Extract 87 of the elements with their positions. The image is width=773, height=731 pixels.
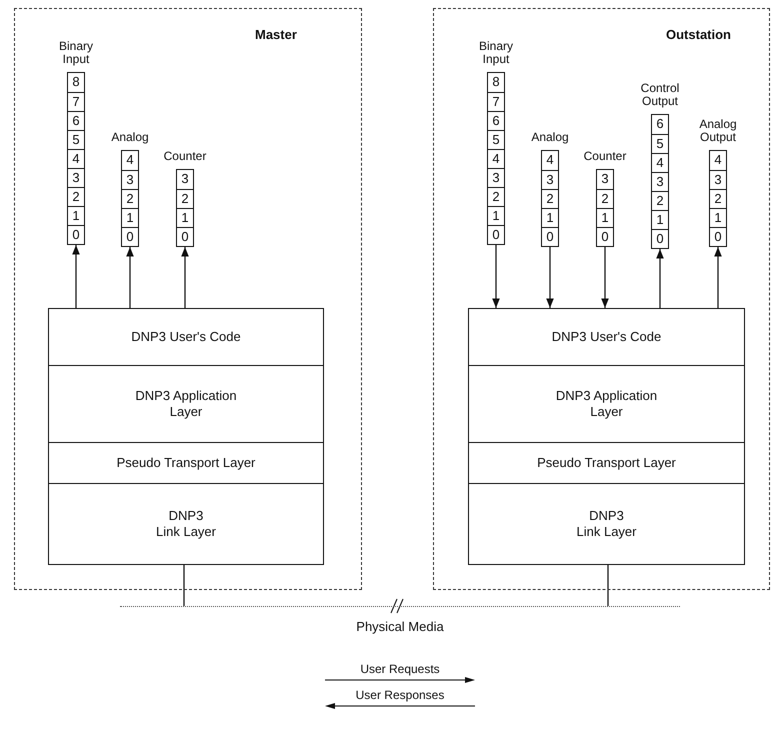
arrow bbox=[656, 249, 664, 308]
register-label: Analog bbox=[110, 131, 150, 144]
point-index: 3 bbox=[488, 168, 504, 187]
point-index: 2 bbox=[177, 189, 193, 208]
point-index: 0 bbox=[710, 227, 726, 246]
register-label: Counter bbox=[582, 150, 628, 163]
legend-label: User Responses bbox=[356, 688, 444, 702]
point-index: 6 bbox=[655, 115, 665, 133]
point-index: 4 bbox=[545, 151, 555, 169]
point-index: 5 bbox=[488, 130, 504, 149]
point-index: 7 bbox=[488, 92, 504, 111]
protocol-layer-box bbox=[468, 442, 745, 484]
point-index: 3 bbox=[710, 170, 726, 189]
layer-label: DNP3 Link Layer bbox=[156, 508, 216, 540]
point-index: 1 bbox=[68, 206, 84, 225]
layer-label: DNP3 User's Code bbox=[131, 329, 241, 345]
legend-label: User Requests bbox=[360, 662, 440, 676]
protocol-layer-box bbox=[468, 365, 745, 443]
point-index: 3 bbox=[68, 168, 84, 187]
device-frame bbox=[433, 8, 770, 590]
protocol-layer-box bbox=[48, 483, 324, 565]
register-label: Counter bbox=[162, 150, 208, 163]
layer-label: DNP3 User's Code bbox=[552, 329, 662, 345]
device-frame bbox=[14, 8, 362, 590]
layer-label: DNP3 Application Layer bbox=[554, 388, 658, 420]
point-index: 4 bbox=[488, 149, 504, 168]
layer-label: DNP3 Link Layer bbox=[576, 508, 636, 540]
point-index: 2 bbox=[597, 189, 613, 208]
point-index: 2 bbox=[122, 189, 138, 208]
point-index: 1 bbox=[542, 208, 558, 227]
register-label: Binary Input bbox=[58, 40, 94, 66]
point-index: 1 bbox=[597, 208, 613, 227]
media-label: Physical Media bbox=[356, 619, 444, 636]
device-title: Outstation bbox=[666, 27, 731, 42]
point-index: 0 bbox=[122, 227, 138, 246]
point-index: 2 bbox=[652, 191, 668, 210]
point-index: 4 bbox=[68, 149, 84, 168]
point-index: 5 bbox=[652, 134, 668, 153]
point-index: 2 bbox=[542, 189, 558, 208]
point-index: 8 bbox=[491, 73, 501, 91]
register-label: Binary Input bbox=[478, 40, 514, 66]
point-index: 1 bbox=[652, 210, 668, 229]
point-index: 1 bbox=[710, 208, 726, 227]
register-label: Analog bbox=[530, 131, 570, 144]
point-index: 1 bbox=[488, 206, 504, 225]
protocol-layer-box bbox=[468, 483, 745, 565]
point-index: 8 bbox=[71, 73, 81, 91]
layer-label: Pseudo Transport Layer bbox=[537, 455, 676, 471]
layer-label: DNP3 Application Layer bbox=[134, 388, 238, 420]
point-index: 2 bbox=[710, 189, 726, 208]
point-index: 0 bbox=[68, 225, 84, 244]
point-index: 3 bbox=[652, 172, 668, 191]
point-index: 4 bbox=[652, 153, 668, 172]
point-index: 1 bbox=[122, 208, 138, 227]
arrow bbox=[72, 245, 80, 308]
layer-label: Pseudo Transport Layer bbox=[116, 455, 256, 471]
protocol-layer-box bbox=[48, 442, 324, 484]
protocol-layer-box bbox=[48, 365, 324, 443]
point-index: 2 bbox=[68, 187, 84, 206]
point-index: 0 bbox=[542, 227, 558, 246]
register-label: Control Output bbox=[640, 82, 680, 108]
point-index: 3 bbox=[600, 170, 610, 188]
point-index: 3 bbox=[122, 170, 138, 189]
arrow bbox=[601, 247, 609, 308]
point-index: 6 bbox=[488, 111, 504, 130]
point-index: 4 bbox=[713, 151, 723, 169]
point-index: 3 bbox=[542, 170, 558, 189]
arrow bbox=[714, 247, 722, 308]
arrow bbox=[492, 245, 500, 308]
point-index: 6 bbox=[68, 111, 84, 130]
point-index: 4 bbox=[125, 151, 135, 169]
register-label: Analog Output bbox=[698, 118, 738, 144]
arrow bbox=[546, 247, 554, 308]
protocol-layer-box bbox=[468, 308, 745, 366]
device-title: Master bbox=[255, 27, 297, 42]
point-index: 0 bbox=[488, 225, 504, 244]
arrow bbox=[126, 247, 134, 308]
point-index: 1 bbox=[177, 208, 193, 227]
arrow bbox=[181, 247, 189, 308]
protocol-layer-box bbox=[48, 308, 324, 366]
point-index: 2 bbox=[488, 187, 504, 206]
point-index: 0 bbox=[177, 227, 193, 246]
point-index: 3 bbox=[180, 170, 190, 188]
point-index: 0 bbox=[652, 229, 668, 248]
point-index: 0 bbox=[597, 227, 613, 246]
point-index: 7 bbox=[68, 92, 84, 111]
point-index: 5 bbox=[68, 130, 84, 149]
